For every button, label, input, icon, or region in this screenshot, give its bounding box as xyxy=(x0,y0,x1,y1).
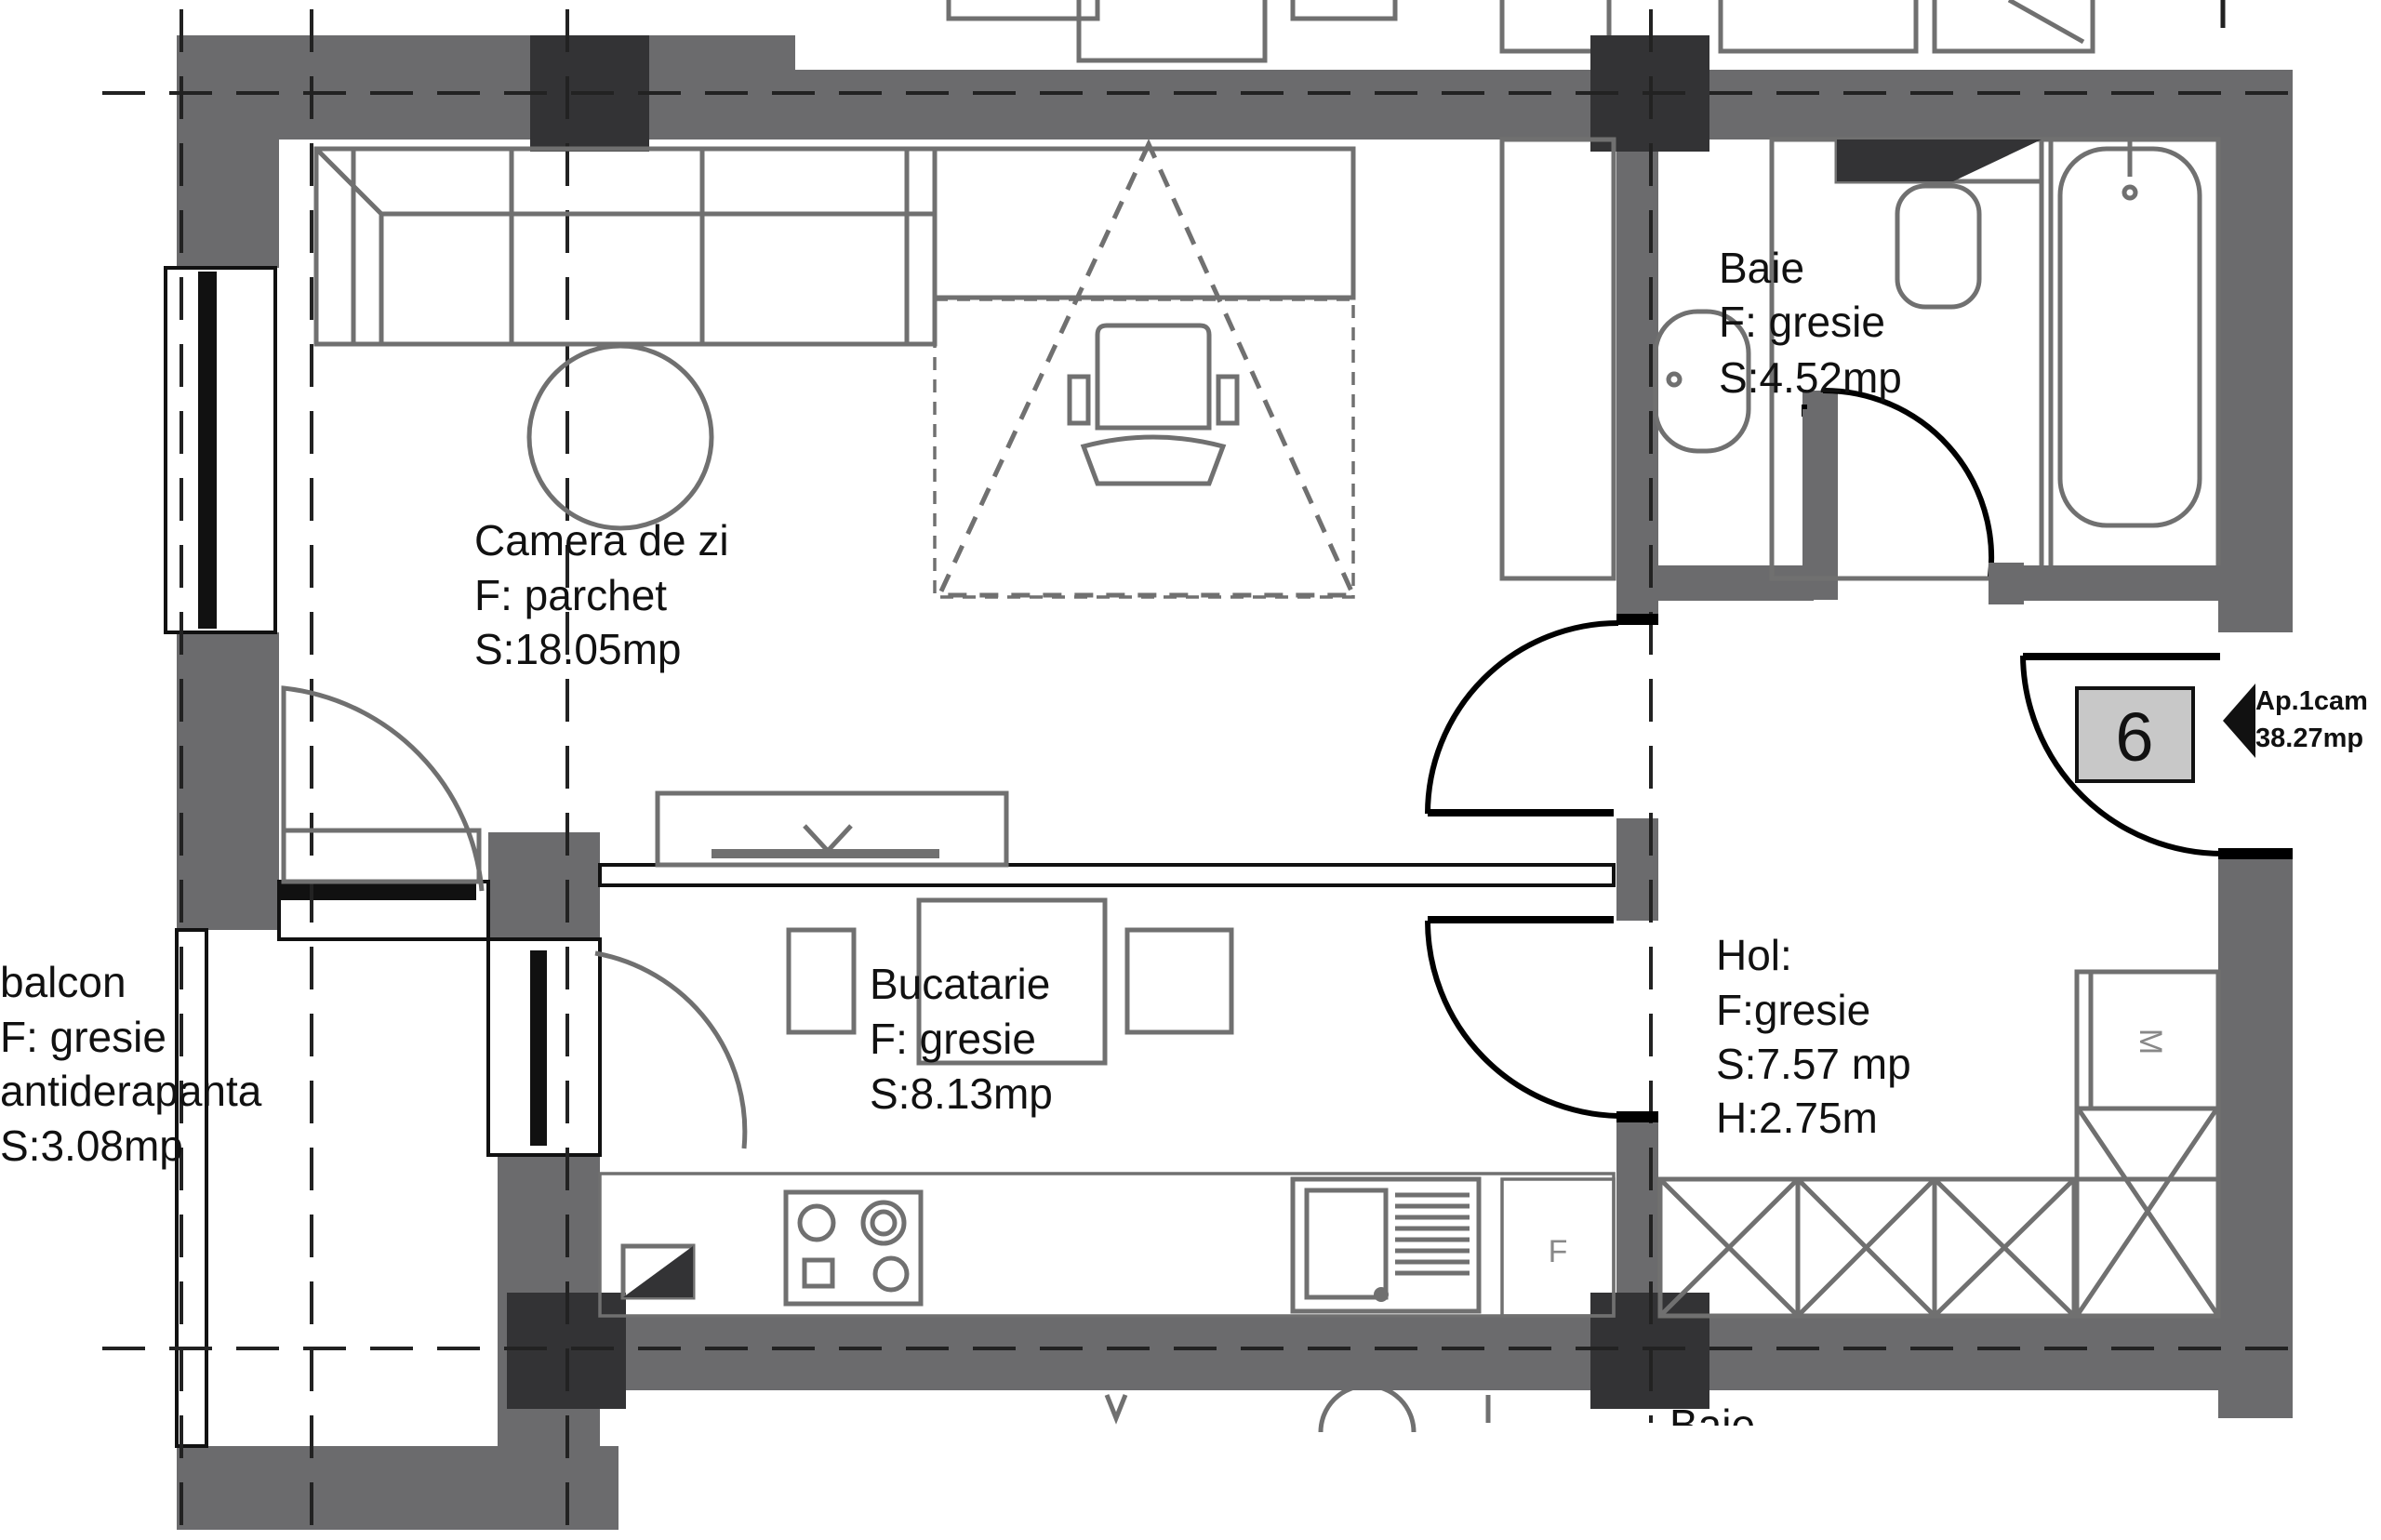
room-name: balcon xyxy=(0,958,126,1006)
wall-left-mid xyxy=(177,632,279,930)
room-floor: F: gresie xyxy=(870,1015,1036,1063)
label-balcon: balcon F: gresie antiderapanta S:3.08mp xyxy=(0,958,262,1170)
room-floor: F:gresie xyxy=(1716,986,1870,1034)
label-hol: Hol: F:gresie S:7.57 mp H:2.75m xyxy=(1716,931,1911,1142)
fridge-mark: F xyxy=(1549,1234,1568,1269)
room-floor: F: gresie xyxy=(1719,298,1885,346)
wall-bath-bottom-left xyxy=(1616,565,1814,601)
tv-unit xyxy=(655,790,1009,868)
room-area: S:4.52mp xyxy=(1719,353,1902,402)
entrance-door xyxy=(2020,655,2224,856)
room-floor: F: gresie xyxy=(0,1013,166,1061)
apartment-type: Ap.1cam xyxy=(2255,686,2368,716)
desk-area xyxy=(932,139,1357,599)
columns xyxy=(507,35,1709,1409)
window-left xyxy=(164,266,277,634)
washer-mark: M xyxy=(2133,1029,2168,1055)
label-baie: Baie F: gresie S:4.52mp xyxy=(1719,244,1902,402)
wall-right-upper xyxy=(2218,70,2293,632)
windows xyxy=(164,266,1616,1448)
room-floor: F: parchet xyxy=(474,571,667,619)
sink xyxy=(1290,1176,1482,1314)
label-camera: Camera de zi F: parchet S:18.05mp xyxy=(474,516,729,673)
wall-top xyxy=(795,70,2293,139)
room-name: Hol: xyxy=(1716,931,1792,979)
grid-axes xyxy=(102,9,2307,1525)
room-area: S:8.13mp xyxy=(870,1069,1053,1118)
wall-left-top xyxy=(177,35,279,268)
room-name: Baie xyxy=(1719,244,1804,292)
living-room-door xyxy=(1425,620,1619,815)
kitchen-window-door-swing xyxy=(594,950,748,1149)
fridge xyxy=(1500,1177,1616,1318)
wall-bottom xyxy=(600,1316,2293,1390)
room-height: H:2.75m xyxy=(1716,1094,1878,1142)
bathroom-fixtures xyxy=(1499,137,2221,581)
dining-set xyxy=(786,897,1234,1066)
round-table xyxy=(526,343,714,531)
room-area: S:18.05mp xyxy=(474,625,681,673)
room-name: Camera de zi xyxy=(474,516,729,564)
room-floor-detail: antiderapanta xyxy=(0,1067,262,1115)
room-area: S:7.57 mp xyxy=(1716,1040,1911,1088)
apartment-tag: 6 Ap.1cam 38.27mp xyxy=(2075,684,2368,783)
bathroom-door xyxy=(1822,387,1995,578)
apartment-number: 6 xyxy=(2115,698,2153,776)
apartment-area: 38.27mp xyxy=(2255,724,2363,753)
wardrobe xyxy=(1657,969,2221,1319)
room-name: Bucatarie xyxy=(870,960,1050,1008)
sofa xyxy=(313,146,938,347)
cooktop xyxy=(783,1189,924,1307)
room-area: S:3.08mp xyxy=(0,1122,183,1170)
walls xyxy=(177,35,2293,1530)
wall-pier xyxy=(488,832,600,953)
wall-top-left xyxy=(177,35,795,139)
kitchen-door xyxy=(1425,920,1619,1119)
balcony-door-swing xyxy=(281,685,485,892)
entrance-arrow-icon xyxy=(2223,684,2255,758)
label-bucatarie: Bucatarie F: gresie S:8.13mp xyxy=(870,960,1053,1118)
glass-partition xyxy=(598,863,1616,887)
